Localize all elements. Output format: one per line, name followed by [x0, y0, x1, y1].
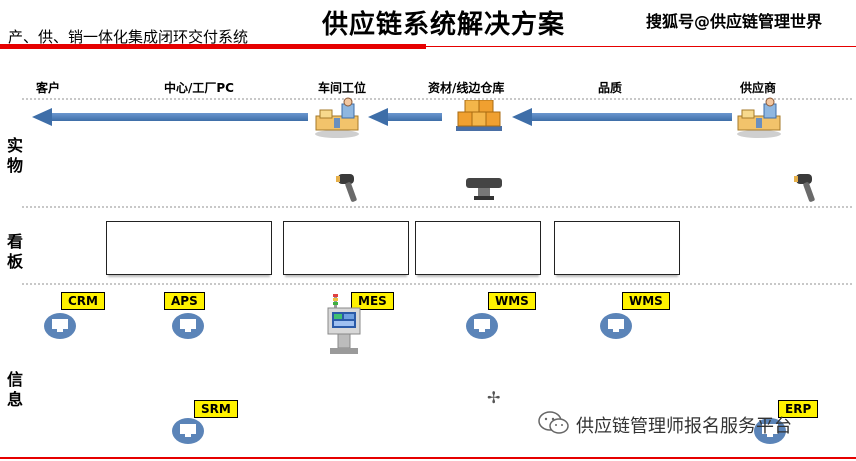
watermark-text: 供应链管理师报名服务平台 [576, 416, 792, 437]
barcode-scanner-icon [466, 178, 502, 200]
header-divider-thick [0, 44, 426, 49]
arrow-to-warehouse [512, 108, 732, 126]
stage-quality: 品质 [598, 81, 623, 95]
kanban-board-warehouse [415, 221, 541, 275]
subtitle: 产、供、销一体化集成闭环交付系统 [8, 28, 249, 46]
workstation-icon [737, 97, 781, 138]
stage-warehouse: 资材/线边仓库 [428, 81, 505, 95]
tag-wms: WMS [622, 292, 670, 310]
arrow-to-customer [32, 108, 308, 126]
row-label-board: 看 板 [6, 232, 23, 271]
desktop-pc-icon [172, 418, 204, 444]
page-title: 供应链系统解决方案 [322, 10, 566, 40]
desktop-pc-icon [172, 313, 204, 339]
separator [22, 283, 852, 285]
barcode-scanner-icon [794, 174, 815, 202]
material-flow-arrows [32, 108, 732, 126]
kanban-board-center [106, 221, 272, 275]
tag-crm: CRM [61, 292, 105, 310]
desktop-pc-icon [600, 313, 632, 339]
tag-mes: MES [351, 292, 394, 310]
desktop-pc-icon [44, 313, 76, 339]
tag-erp: ERP [778, 400, 819, 418]
arrow-to-workshop [368, 108, 442, 126]
stage-workshop: 车间工位 [318, 81, 367, 95]
kanban-board-workshop [283, 221, 409, 275]
tag-wms: WMS [488, 292, 536, 310]
footer-divider [0, 457, 856, 459]
stage-supplier: 供应商 [740, 81, 777, 95]
header-divider-thin [426, 46, 856, 47]
desktop-pc-icon [754, 418, 786, 444]
tag-srm: SRM [194, 400, 238, 418]
barcode-scanner-icon [336, 174, 357, 202]
tag-aps: APS [164, 292, 205, 310]
workstation-icon [315, 97, 359, 138]
desktop-pc-icon [466, 313, 498, 339]
stage-customer: 客户 [36, 81, 61, 95]
stage-center-pc: 中心/工厂PC [164, 81, 234, 95]
kanban-board-quality [554, 221, 680, 275]
separator [22, 98, 852, 100]
move-cursor-icon: ✢ [487, 388, 501, 407]
row-label-info: 信 息 [6, 370, 23, 409]
row-label-physical: 实 物 [6, 136, 23, 175]
mes-terminal-icon [327, 294, 361, 354]
separator [22, 206, 852, 208]
wechat-icon [538, 411, 569, 434]
warehouse-boxes-icon [456, 100, 502, 131]
brand-label: 搜狐号@供应链管理世界 [646, 12, 823, 31]
